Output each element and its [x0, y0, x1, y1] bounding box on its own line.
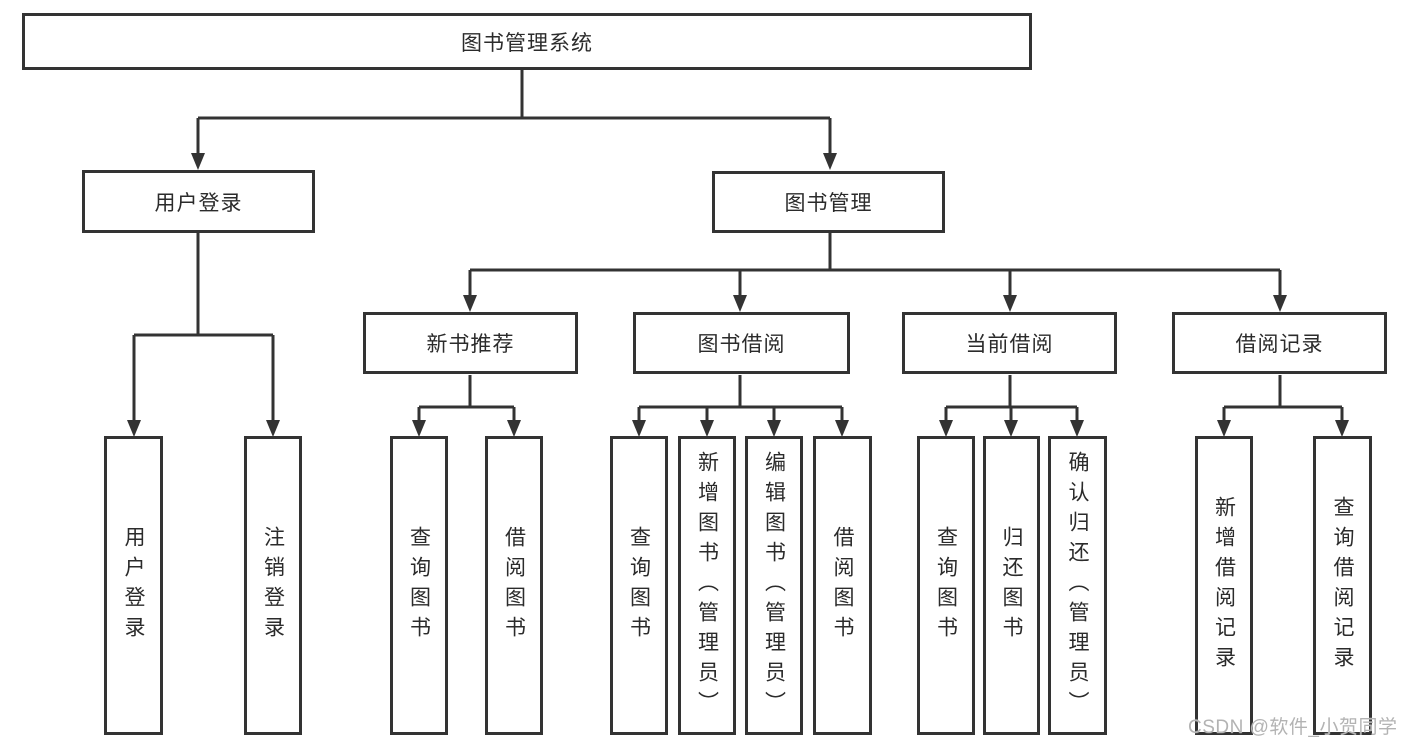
connector-book-borrowing-children [637, 375, 844, 423]
leaf-borrow-books-recommend: 借阅图书 [485, 436, 543, 735]
leaf-edit-books-admin: 编辑图书（管理员） [745, 436, 803, 735]
node-label: 用户登录 [154, 191, 243, 215]
node-label: 新增图书（管理员） [695, 450, 719, 721]
node-label: 新增借阅记录 [1212, 495, 1236, 676]
node-new-book-recommendation: 新书推荐 [363, 312, 578, 374]
node-book-borrowing: 图书借阅 [633, 312, 850, 374]
leaf-query-borrow-record: 查询借阅记录 [1313, 436, 1372, 735]
connector-new-book-children [417, 375, 516, 423]
node-root: 图书管理系统 [22, 13, 1032, 70]
leaf-user-login: 用户登录 [104, 436, 163, 735]
node-user-login: 用户登录 [82, 170, 315, 233]
leaf-query-books-recommend: 查询图书 [390, 436, 448, 735]
node-label: 归还图书 [1000, 525, 1023, 646]
leaf-confirm-return-admin: 确认归还（管理员） [1048, 436, 1107, 735]
node-label: 新书推荐 [426, 333, 515, 356]
leaf-add-books-admin: 新增图书（管理员） [678, 436, 736, 735]
node-label: 当前借阅 [965, 333, 1054, 356]
node-label: 用户登录 [122, 525, 145, 646]
node-label: 借阅图书 [502, 525, 526, 646]
node-label: 查询图书 [407, 525, 431, 646]
node-book-management: 图书管理 [712, 171, 945, 233]
node-label: 编辑图书（管理员） [762, 450, 786, 721]
node-label: 借阅记录 [1235, 333, 1324, 356]
node-label: 查询借阅记录 [1331, 495, 1354, 676]
connector-current-borrowing-children [944, 375, 1079, 423]
node-borrowing-records: 借阅记录 [1172, 312, 1387, 374]
leaf-return-books: 归还图书 [983, 436, 1040, 735]
node-label: 图书管理系统 [461, 31, 593, 55]
node-label: 图书管理 [784, 192, 873, 215]
node-label: 查询图书 [627, 525, 651, 646]
leaf-logout: 注销登录 [244, 436, 302, 735]
leaf-add-borrow-record: 新增借阅记录 [1195, 436, 1253, 735]
leaf-borrow-books-borrowing: 借阅图书 [813, 436, 872, 735]
leaf-query-books-borrowing: 查询图书 [610, 436, 668, 735]
node-label: 确认归还（管理员） [1066, 450, 1089, 721]
node-label: 查询图书 [934, 525, 958, 646]
connector-user-login-children [132, 233, 275, 423]
connector-book-management-children [468, 233, 1282, 298]
node-label: 注销登录 [261, 525, 285, 646]
watermark: CSDN @软件_小贺同学 [1188, 717, 1398, 738]
connector-borrowing-records-children [1222, 375, 1344, 423]
leaf-query-books-current: 查询图书 [917, 436, 975, 735]
node-label: 图书借阅 [697, 333, 786, 356]
node-current-borrowing: 当前借阅 [902, 312, 1117, 374]
node-label: 借阅图书 [831, 525, 854, 646]
connector-root-to-level2 [196, 70, 832, 156]
